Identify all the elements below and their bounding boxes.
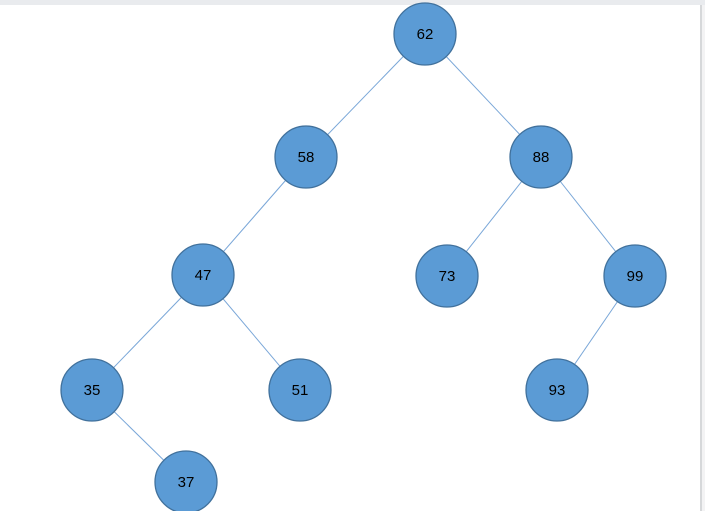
tree-node-circle-37[interactable] <box>154 450 218 511</box>
tree-node-label: 51 <box>292 382 309 399</box>
tree-node-label: 73 <box>439 268 456 285</box>
tree-node-circle-35[interactable] <box>60 358 124 422</box>
tree-node-47[interactable]: 47 <box>171 243 235 307</box>
tree-node-circle-58[interactable] <box>274 125 338 189</box>
tree-node-circle-62[interactable] <box>393 2 457 66</box>
document-page <box>0 5 700 511</box>
tree-node-circle-99[interactable] <box>603 244 667 308</box>
tree-node-88[interactable]: 88 <box>509 125 573 189</box>
tree-node-label: 35 <box>84 382 101 399</box>
tree-node-99[interactable]: 99 <box>603 244 667 308</box>
tree-node-label: 88 <box>533 149 550 166</box>
tree-node-37[interactable]: 37 <box>154 450 218 511</box>
tree-node-circle-51[interactable] <box>268 358 332 422</box>
tree-node-label: 62 <box>417 26 434 43</box>
top-scroll-strip <box>0 0 705 5</box>
tree-node-73[interactable]: 73 <box>415 244 479 308</box>
tree-node-35[interactable]: 35 <box>60 358 124 422</box>
page-right-edge <box>700 5 702 511</box>
tree-node-93[interactable]: 93 <box>525 358 589 422</box>
tree-node-62[interactable]: 62 <box>393 2 457 66</box>
tree-node-circle-73[interactable] <box>415 244 479 308</box>
tree-node-51[interactable]: 51 <box>268 358 332 422</box>
tree-node-label: 47 <box>195 267 212 284</box>
tree-node-circle-88[interactable] <box>509 125 573 189</box>
tree-node-label: 37 <box>178 474 195 491</box>
tree-node-label: 99 <box>627 268 644 285</box>
outside-page-area <box>702 5 705 511</box>
tree-node-circle-47[interactable] <box>171 243 235 307</box>
tree-node-label: 58 <box>298 149 315 166</box>
tree-node-circle-93[interactable] <box>525 358 589 422</box>
tree-node-58[interactable]: 58 <box>274 125 338 189</box>
tree-node-label: 93 <box>549 382 566 399</box>
